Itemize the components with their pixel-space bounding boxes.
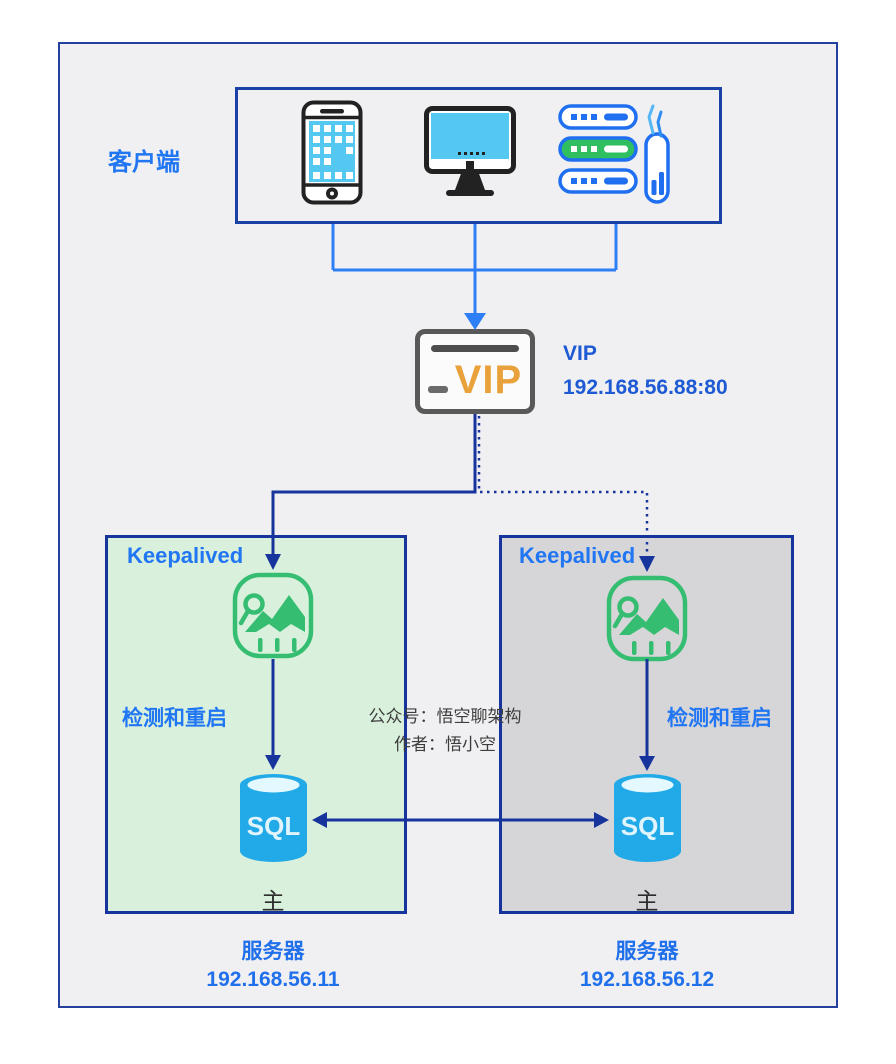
watermark: 公众号：悟空聊架构 作者：悟小空 [335, 703, 555, 759]
diagram-canvas: 客户端 [58, 42, 838, 1008]
vip-box-text: VIP [454, 358, 523, 402]
monitoring-icon-left [232, 572, 314, 659]
keepalived-label-right: Keepalived [519, 543, 636, 568]
sql-database-icon-right: SQL [614, 774, 681, 862]
action-label-right: 检测和重启 [667, 707, 772, 730]
vip-dash [427, 385, 448, 393]
sql-text-left: SQL [247, 811, 301, 841]
server-caption-left: 服务器 192.168.56.11 [173, 938, 373, 994]
client-box [235, 87, 722, 224]
keepalived-label-left: Keepalived [127, 543, 244, 568]
vip-caption-title: VIP [563, 342, 597, 365]
role-label-right: 主 [635, 888, 659, 914]
client-bus-lines [331, 224, 618, 314]
smartphone-icon [301, 100, 363, 205]
vip-address: 192.168.56.88:80 [563, 376, 728, 399]
vip-box: VIP [415, 329, 535, 414]
server-ip-left: 192.168.56.11 [206, 968, 340, 991]
server-label-right: 服务器 [615, 940, 679, 963]
desktop-icon [424, 106, 516, 196]
sql-database-icon-left: SQL [240, 774, 307, 862]
vip-caption: VIP 192.168.56.88:80 [563, 337, 728, 405]
vip-window-bar [431, 345, 519, 352]
arrowhead-to-vip [464, 313, 486, 330]
sql-text-right: SQL [621, 811, 675, 841]
vip-to-left-line [271, 414, 477, 555]
server-caption-right: 服务器 192.168.56.12 [547, 938, 747, 994]
watermark-line1: 公众号：悟空聊架构 [368, 707, 522, 726]
action-label-left: 检测和重启 [122, 707, 227, 730]
server-label-left: 服务器 [241, 940, 305, 963]
server-rack-icon [558, 104, 670, 204]
client-section-label: 客户端 [108, 149, 180, 176]
watermark-line2: 作者：悟小空 [394, 735, 496, 754]
server-ip-right: 192.168.56.12 [579, 968, 715, 991]
role-label-left: 主 [261, 888, 285, 914]
monitoring-icon-right [606, 575, 688, 662]
